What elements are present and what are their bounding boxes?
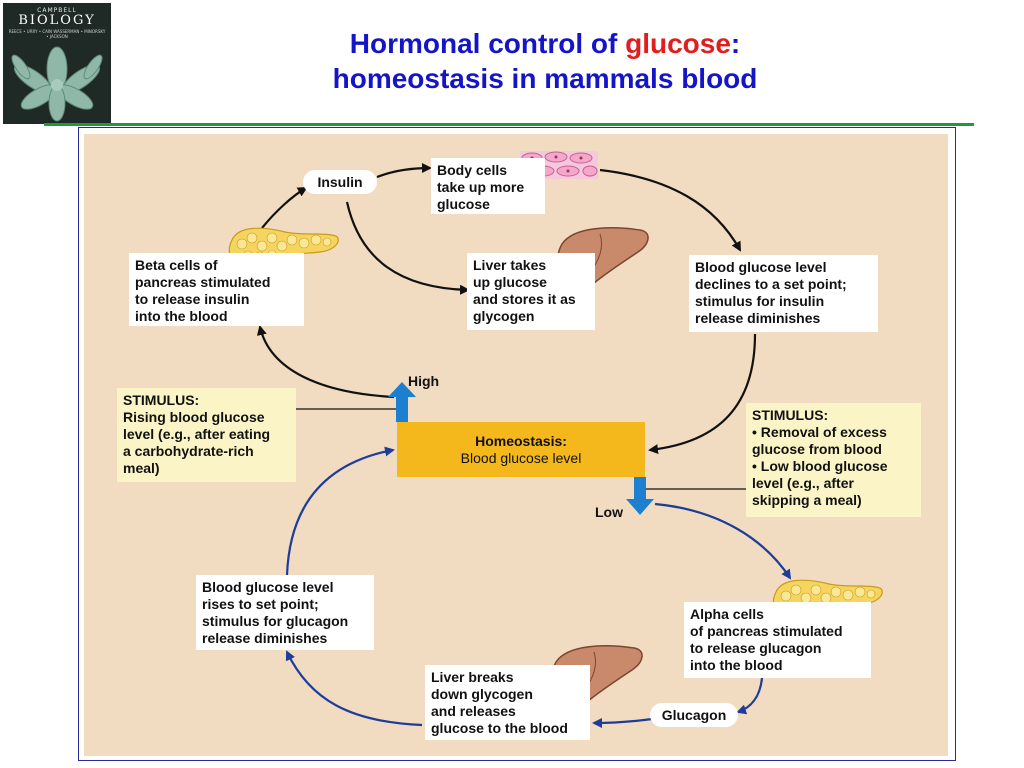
title-part2: :: [730, 28, 741, 59]
insulin-label: Insulin: [303, 170, 377, 194]
succulent-plant-icon: [11, 46, 103, 122]
glucagon-label: Glucagon: [650, 703, 738, 727]
body-cells-box: Body cells take up more glucose: [431, 158, 545, 214]
slide-title: Hormonal control of glucose: homeostasis…: [200, 26, 890, 96]
arrow-insulin-to-bodycells: [376, 163, 432, 179]
glucose-rises-box: Blood glucose level rises to set point; …: [196, 575, 374, 650]
low-label: Low: [595, 504, 623, 520]
down-arrow-icon: [626, 477, 654, 515]
book-publisher: CAMPBELL: [37, 7, 77, 14]
liver-breaks-box: Liver breaks down glycogen and releases …: [425, 665, 590, 740]
high-label: High: [408, 373, 440, 389]
homeostasis-subtitle: Blood glucose level: [460, 450, 582, 466]
arrow-liver-to-rises: [285, 650, 423, 727]
beta-cells-box: Beta cells of pancreas stimulated to rel…: [129, 253, 304, 326]
glucose-declines-box: Blood glucose level declines to a set po…: [689, 255, 878, 332]
title-line2: homeostasis in mammals blood: [332, 63, 758, 94]
stimulus-high-box: STIMULUS: Rising blood glucose level (e.…: [117, 388, 296, 482]
homeostasis-heading: Homeostasis:: [475, 433, 567, 449]
liver-takes-box: Liver takes up glucose and stores it as …: [467, 253, 595, 330]
title-part1: Hormonal control of: [349, 28, 626, 59]
biology-book-cover: CAMPBELL BIOLOGY REECE • URRY • CAIN WAS…: [3, 3, 111, 124]
arrow-insulin-to-liver: [345, 201, 470, 295]
arrow-rises-to-homeostasis: [285, 446, 395, 576]
book-authors: REECE • URRY • CAIN WASSERMAN • MINORSKY…: [8, 29, 106, 39]
arrow-homeostasis-to-beta: [256, 325, 395, 399]
arrow-glucagon-to-liver: [592, 717, 653, 728]
alpha-cells-box: Alpha cells of pancreas stimulated to re…: [684, 602, 871, 678]
arrow-low-to-alpha: [654, 502, 792, 580]
up-arrow-icon: [388, 382, 416, 422]
arrow-alpha-to-glucagon: [736, 677, 764, 715]
arrow-decline-to-homeostasis: [648, 333, 757, 455]
title-highlight: glucose: [625, 28, 731, 59]
title-divider: [44, 123, 974, 126]
homeostasis-box: Homeostasis: Blood glucose level: [397, 422, 645, 477]
stimulus-low-box: STIMULUS: • Removal of excess glucose fr…: [746, 403, 921, 517]
arrow-pancreas-to-insulin: [261, 187, 308, 229]
arrow-bodycells-to-decline: [599, 168, 741, 252]
book-title: BIOLOGY: [18, 13, 96, 28]
